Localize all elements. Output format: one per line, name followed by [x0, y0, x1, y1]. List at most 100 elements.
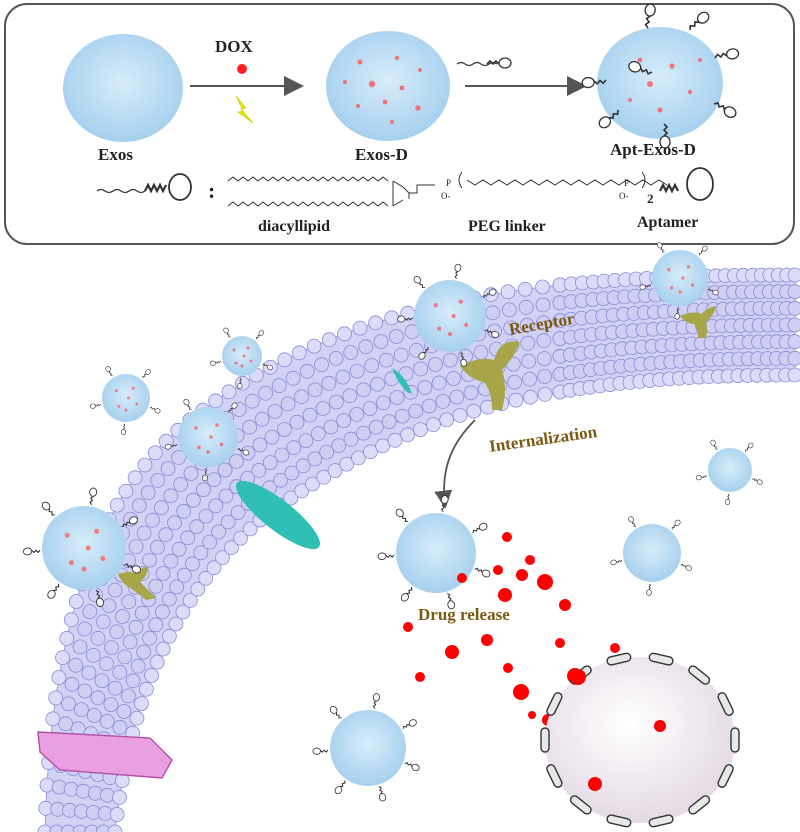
lipid-head	[339, 456, 355, 472]
aptamer-icon	[22, 546, 41, 556]
lipid-head	[536, 315, 551, 331]
lipid-head	[206, 472, 222, 488]
lipid-head	[185, 492, 201, 508]
aptamer-icon	[669, 518, 682, 532]
aptamer-icon	[104, 365, 115, 378]
apt-exos-d-vesicle	[597, 27, 723, 139]
lipid-head	[291, 345, 307, 361]
lipid-head	[129, 710, 145, 726]
lipid-head	[343, 431, 359, 447]
lipid-head	[128, 539, 144, 554]
lipid-head	[169, 579, 185, 595]
aptamer-icon	[328, 704, 344, 722]
aptamer-icon	[403, 759, 421, 773]
lipid-head	[51, 670, 67, 685]
lipid-head	[501, 302, 517, 318]
lipid-head	[285, 370, 301, 386]
nuclear-pore	[546, 692, 563, 716]
aptamer-icon	[140, 368, 152, 380]
lipid-head	[522, 371, 537, 387]
lipid-head	[180, 530, 196, 546]
lipid-head	[150, 472, 166, 488]
lipid-head	[298, 433, 314, 449]
lipid-head	[208, 393, 224, 409]
lipid-head	[37, 824, 53, 832]
aptamer-icon	[370, 692, 381, 710]
lipid-head	[161, 628, 177, 644]
lipid-head	[77, 621, 93, 637]
lipid-head	[331, 438, 347, 454]
lipid-head	[155, 566, 171, 581]
lipid-head	[131, 498, 147, 514]
aptamer-icon	[87, 486, 98, 506]
lipid-head	[208, 498, 224, 514]
nuclear-pore	[717, 764, 734, 788]
lipid-head	[217, 462, 233, 478]
lipid-head	[72, 639, 88, 655]
exos-d-vesicle	[326, 31, 450, 141]
nuclear-pore	[688, 665, 711, 685]
aptamer-icon	[40, 499, 58, 519]
lipid-head	[68, 657, 84, 673]
lipid-head	[107, 824, 123, 832]
lipid-head	[286, 440, 302, 456]
lipid-head	[148, 578, 164, 594]
lipid-head	[258, 385, 274, 401]
lipid-head	[375, 395, 391, 411]
lipid-head	[314, 357, 329, 373]
aptamer-icon	[148, 405, 162, 415]
lipid-head	[349, 363, 365, 379]
lipid-head	[84, 824, 100, 832]
lipid-head	[149, 654, 165, 670]
lipid-head	[787, 284, 800, 300]
lipid-head	[85, 648, 101, 663]
nuclear-pore	[606, 652, 632, 666]
lipid-head	[294, 483, 310, 499]
exosome-icon	[639, 241, 720, 320]
aptamer-icon	[724, 493, 731, 506]
lipid-head	[148, 617, 164, 633]
aptamer-icon	[709, 438, 720, 452]
lipid-head	[262, 455, 278, 471]
dox-loaded-dots	[628, 57, 702, 113]
lipid-head	[198, 508, 214, 524]
aptamer-icon	[400, 717, 419, 732]
lipid-head	[307, 451, 323, 467]
lipid-head	[233, 530, 249, 546]
lipid-head	[145, 512, 160, 528]
lipid-head	[190, 581, 206, 597]
lipid-head	[254, 411, 270, 427]
lipid-head	[284, 465, 300, 481]
lipid-head	[306, 338, 322, 354]
lipid-head	[387, 432, 403, 448]
exosome-icon	[89, 365, 162, 436]
lipid-head	[342, 388, 358, 404]
lipid-head	[118, 483, 134, 499]
lipid-head	[375, 438, 391, 454]
lipid-head	[90, 690, 106, 706]
lipid-head	[160, 461, 176, 477]
lipid-head	[154, 604, 170, 620]
receptor-left	[118, 566, 156, 600]
lipid-head	[273, 472, 289, 488]
lipid-head	[59, 631, 75, 646]
aptamer-icon	[377, 551, 395, 561]
dox-label: DOX	[215, 37, 254, 56]
lipid-head	[518, 299, 534, 315]
lipid-head	[49, 824, 65, 832]
top-panel: Exos DOX Exos-D	[4, 2, 795, 245]
aptamer-legend-icon	[96, 173, 192, 201]
lipid-head	[125, 673, 141, 689]
lipid-head	[60, 824, 76, 832]
aptamer-icon	[627, 515, 639, 529]
aptamer-icon	[394, 507, 411, 525]
dox-loaded-dots	[343, 55, 422, 124]
lipid-head	[452, 407, 468, 423]
phosphate-p2: P	[624, 178, 629, 188]
lipid-head	[389, 390, 405, 405]
lipid-head	[251, 462, 267, 478]
lipid-head	[299, 363, 315, 379]
drug-release-label: Drug release	[418, 605, 510, 624]
lipid-head	[215, 550, 230, 565]
lipid-head	[109, 807, 125, 822]
